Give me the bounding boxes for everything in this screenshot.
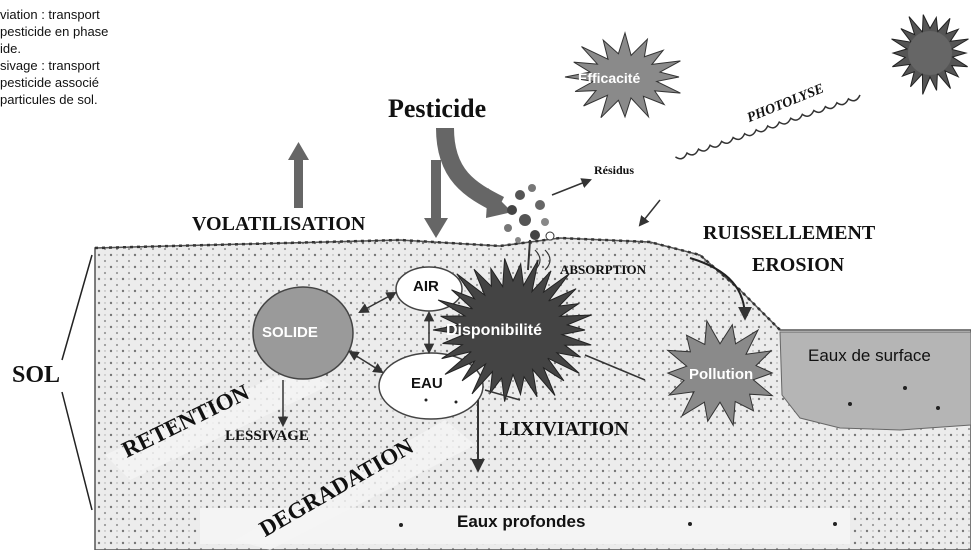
photolyse-wave	[675, 67, 861, 188]
absorption-label: ABSORPTION	[560, 262, 646, 278]
volatilisation-label: VOLATILISATION	[192, 213, 365, 236]
pollution-label: Pollution	[689, 366, 753, 383]
erosion-label: EROSION	[752, 254, 844, 277]
ruissellement-label: RUISSELLEMENT	[703, 222, 875, 245]
eau-label: EAU	[411, 375, 443, 392]
eaux-surface-label: Eaux de surface	[808, 346, 931, 366]
lixiviation-label: LIXIVIATION	[499, 418, 629, 441]
legend-line: viation : transport	[0, 6, 175, 23]
volatilisation-down-shaft	[431, 160, 441, 220]
sol-brace	[62, 255, 92, 510]
legend-text: viation : transport pesticide en phase i…	[0, 6, 175, 108]
photolyse-arrow	[640, 200, 660, 225]
volatilisation-up-shaft	[294, 158, 303, 208]
eaux-profondes-label: Eaux profondes	[457, 512, 585, 532]
legend-line: ide.	[0, 40, 175, 57]
lessivage-label: LESSIVAGE	[225, 428, 309, 445]
legend-line: pesticide associé	[0, 74, 175, 91]
legend-line: pesticide en phase	[0, 23, 175, 40]
volatilisation-down-head	[424, 218, 448, 238]
residus-arrow	[552, 180, 590, 195]
air-label: AIR	[413, 278, 439, 295]
disponibilite-label: Disponibilité	[446, 322, 542, 340]
solide-label: SOLIDE	[262, 324, 318, 341]
residus-label: Résidus	[594, 163, 634, 178]
sol-label: SOL	[12, 362, 60, 389]
sun-icon	[892, 15, 969, 95]
volatilisation-up-head	[288, 142, 309, 160]
efficacite-label: Efficacité	[578, 70, 640, 86]
pesticide-arrowhead	[486, 188, 512, 218]
pesticide-label: Pesticide	[388, 94, 486, 124]
legend-line: sivage : transport	[0, 57, 175, 74]
legend-line: particules de sol.	[0, 91, 175, 108]
